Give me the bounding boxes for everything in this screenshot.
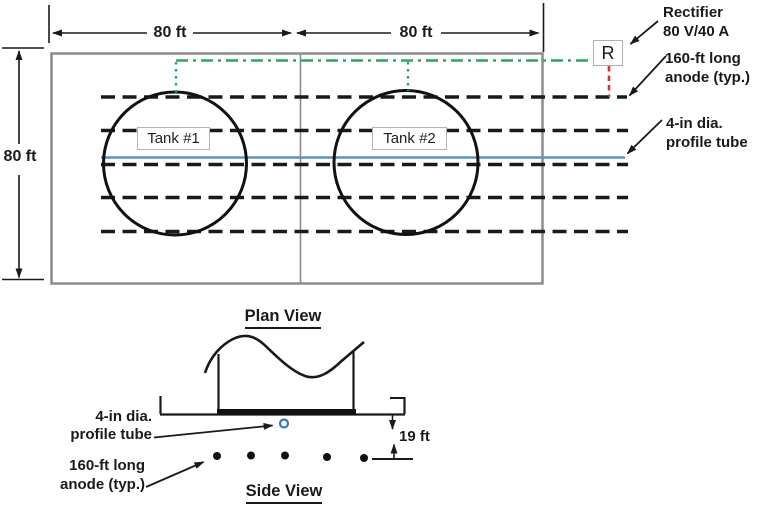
rectifier-symbol-box: R	[593, 40, 623, 66]
tube-callout-label: 4-in dia. profile tube	[666, 114, 748, 152]
anode-dot-3	[281, 451, 289, 460]
rectifier-callout-line1: Rectifier	[663, 4, 724, 21]
side-tube-line1: 4-in dia.	[95, 408, 152, 425]
side-anode-line2: anode (typ.)	[60, 476, 145, 493]
plan-outline	[50, 52, 544, 285]
dim-width-left-label: 80 ft	[153, 23, 187, 41]
tube-callout-arrow	[626, 119, 663, 155]
side-anode-leader-arrow	[145, 461, 205, 488]
rectifier-callout-line2: 80 V/40 A	[663, 23, 730, 40]
tube-callout-line1: 4-in dia.	[666, 115, 723, 132]
anode-dot-2	[247, 451, 255, 460]
anode-dot-5	[360, 454, 368, 462]
side-tube-label: 4-in dia. profile tube	[40, 408, 152, 444]
side-anode-line1: 160-ft long	[69, 457, 145, 474]
profile-tube-end-marker	[278, 418, 290, 429]
rectifier-callout-label: Rectifier 80 V/40 A	[663, 3, 729, 41]
side-tube-leader-arrow	[153, 422, 274, 439]
rectifier-callout-arrow	[629, 20, 659, 45]
side-tube-line2: profile tube	[70, 426, 152, 443]
side-view-title: Side View	[234, 482, 334, 504]
tube-callout-line2: profile tube	[666, 134, 748, 151]
tank1-label: Tank #1	[137, 127, 210, 150]
dim-width-right-label: 80 ft	[399, 23, 433, 41]
side-anode-label: 160-ft long anode (typ.)	[28, 456, 145, 494]
tank-bottom-bar	[217, 409, 356, 415]
anode-callout-line1: 160-ft long	[665, 50, 741, 67]
anode-callout-arrow	[628, 55, 667, 97]
anode-dot-4	[323, 453, 331, 461]
tank2-label: Tank #2	[372, 127, 447, 150]
anode-dot-1	[213, 452, 221, 460]
depth-dim-label: 19 ft	[399, 428, 430, 445]
tank2-circle	[332, 89, 480, 236]
anode-callout-line2: anode (typ.)	[665, 69, 750, 86]
dim-height-label: 80 ft	[3, 148, 37, 165]
side-berm-curve	[203, 334, 365, 379]
plan-view-title: Plan View	[233, 307, 333, 329]
anode-callout-label: 160-ft long anode (typ.)	[665, 49, 750, 87]
